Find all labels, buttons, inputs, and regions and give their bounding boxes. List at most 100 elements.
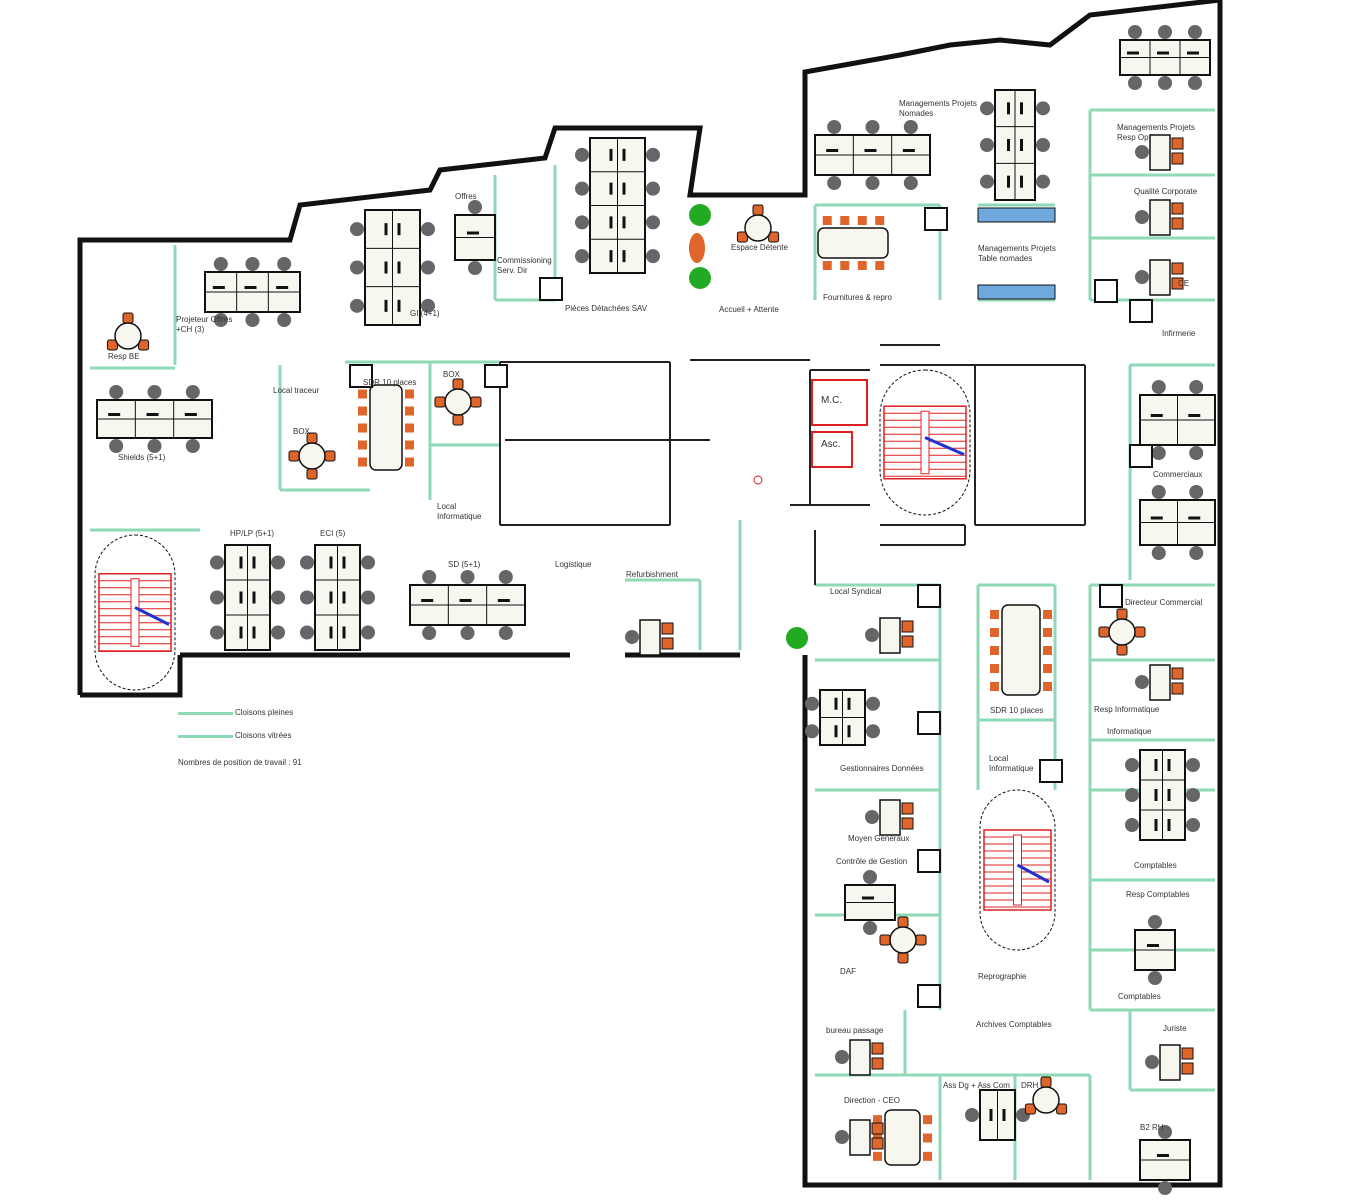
- visitor-chair: [661, 622, 674, 635]
- legend-label: Cloisons vitrées: [235, 731, 292, 740]
- room-label: Comptables: [1134, 861, 1177, 870]
- office-chair: [271, 590, 285, 605]
- office-chair: [498, 570, 513, 584]
- computer-icon: [342, 626, 346, 639]
- computer-icon: [1167, 759, 1171, 771]
- computer-icon: [239, 591, 243, 604]
- office-desk: [1149, 134, 1171, 171]
- office-chair: [1189, 485, 1204, 499]
- computer-icon: [108, 413, 121, 416]
- stair-core: [920, 410, 930, 475]
- meeting-chair: [897, 952, 909, 964]
- office-chair: [646, 249, 660, 264]
- room-label: Projeteur Offres +CH (3): [176, 315, 233, 334]
- office-chair: [271, 555, 285, 570]
- computer-icon: [397, 261, 401, 274]
- office-chair: [361, 555, 375, 570]
- meeting-chair: [405, 440, 414, 450]
- meeting-chair: [405, 457, 414, 467]
- meeting-chair: [358, 423, 367, 433]
- office-chair: [980, 101, 994, 116]
- computer-icon: [459, 599, 472, 602]
- meeting-chair: [1043, 682, 1052, 691]
- room-label: M.C.: [821, 395, 843, 406]
- office-chair: [300, 625, 314, 640]
- visitor-chair: [1171, 667, 1184, 680]
- office-chair: [575, 147, 589, 162]
- office-chair: [300, 555, 314, 570]
- room-label: Commissioning Serv. Dir: [497, 256, 552, 275]
- office-desk: [879, 617, 901, 654]
- office-chair: [980, 138, 994, 152]
- room-label: Managements Projets Table nomades: [978, 244, 1056, 263]
- furniture: [96, 25, 1216, 1195]
- stair-cut-line: [134, 606, 170, 626]
- office-chair: [1148, 971, 1162, 985]
- computer-icon: [342, 556, 346, 569]
- visitor-chair: [1171, 682, 1184, 695]
- room-label: Juriste: [1163, 1024, 1187, 1033]
- office-chair: [646, 147, 660, 162]
- room-label: B2 RH: [1140, 1123, 1164, 1132]
- computer-icon: [397, 223, 401, 236]
- office-chair: [468, 261, 482, 275]
- meeting-chair: [405, 389, 414, 399]
- room-label: Archives Comptables: [976, 1020, 1052, 1029]
- office-chair: [1148, 915, 1162, 929]
- office-chair: [1135, 145, 1149, 159]
- office-chair: [827, 176, 842, 190]
- office-chair: [1125, 758, 1139, 772]
- office-chair: [1158, 25, 1172, 39]
- visitor-chair: [1181, 1047, 1194, 1060]
- meeting-chair: [358, 440, 367, 450]
- meeting-chair: [990, 610, 999, 619]
- meeting-chair: [897, 916, 909, 928]
- meeting-chair: [857, 216, 867, 225]
- room-label: Resp BE: [108, 352, 140, 361]
- meeting-chair: [768, 231, 780, 243]
- nomad-table: [977, 284, 1056, 300]
- computer-icon: [847, 725, 851, 738]
- visitor-chair: [901, 620, 914, 633]
- visitor-chair: [871, 1042, 884, 1055]
- office-chair: [1158, 1181, 1172, 1195]
- office-chair: [866, 724, 880, 739]
- meeting-chair: [1043, 628, 1052, 637]
- room-label: Ass Dg + Ass Com: [943, 1081, 1010, 1090]
- computer-icon: [397, 299, 401, 312]
- room-label: Contrôle de Gestion: [836, 857, 908, 866]
- office-desk: [1149, 259, 1171, 296]
- computer-icon: [239, 556, 243, 569]
- room-label: BOX: [443, 370, 460, 379]
- computer-icon: [146, 413, 159, 416]
- inner-walls: [499, 344, 1086, 585]
- elevator-asc: [811, 431, 853, 468]
- office-chair: [1151, 446, 1166, 460]
- round-table: [744, 214, 772, 242]
- visitor-chair: [1171, 277, 1184, 290]
- meeting-chair: [879, 934, 891, 946]
- meeting-chair: [122, 312, 134, 324]
- room-label: Informatique: [1107, 727, 1152, 736]
- office-chair: [805, 724, 819, 739]
- computer-icon: [421, 599, 434, 602]
- office-chair: [1135, 270, 1149, 284]
- meeting-chair: [923, 1151, 932, 1161]
- office-chair: [422, 570, 437, 584]
- computer-icon: [252, 591, 256, 604]
- storage-cabinet: [539, 277, 563, 301]
- room-label: Direction - CEO: [844, 1096, 901, 1105]
- office-desk: [849, 1039, 871, 1076]
- meeting-chair: [1024, 1103, 1036, 1115]
- office-chair: [1036, 174, 1050, 189]
- visitor-chair: [901, 802, 914, 815]
- office-chair: [210, 625, 224, 640]
- meeting-chair: [923, 1133, 932, 1143]
- room-label: Commerciaux: [1153, 470, 1203, 479]
- partitions: [90, 108, 1215, 1180]
- office-chair: [1128, 25, 1142, 39]
- computer-icon: [1188, 414, 1201, 417]
- computer-icon: [1154, 789, 1158, 801]
- office-chair: [498, 626, 513, 640]
